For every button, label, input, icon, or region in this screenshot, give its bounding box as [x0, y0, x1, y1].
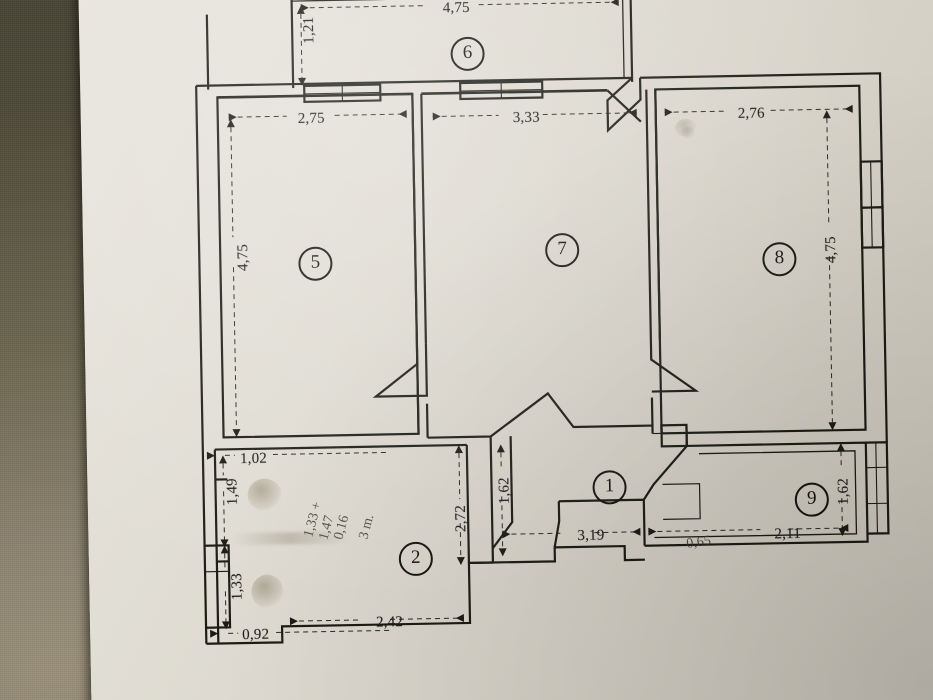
- paper-stain-d: [680, 126, 696, 139]
- room-7: 7: [544, 232, 580, 268]
- room9-walls: [644, 441, 869, 547]
- dimension-arrowheads: [206, 0, 853, 638]
- note-016: 0,16: [331, 513, 353, 542]
- door-junction: [660, 423, 688, 448]
- hall-left-jamb: [491, 436, 514, 550]
- room2-outer-bottom: [206, 561, 493, 645]
- dim-hall-width: 3,19: [577, 527, 605, 544]
- note-147: 1,47: [316, 514, 338, 542]
- dim-balcony-width: 4,75: [442, 0, 470, 17]
- room-2: 2: [398, 541, 434, 577]
- paper-smear: [230, 531, 351, 546]
- dim-balcony-depth: 1,21: [300, 16, 318, 44]
- room5-walls: [216, 92, 420, 439]
- note-065: 0,65: [685, 533, 712, 552]
- hall-diagonal-wall: [642, 424, 688, 501]
- dim-room8-height: 4,75: [823, 236, 840, 264]
- room-9: 9: [794, 482, 830, 517]
- wall-notch-top: [606, 77, 642, 133]
- room-8: 8: [762, 241, 797, 277]
- dim-room5-height: 4,75: [235, 243, 252, 272]
- dimension-lines: [222, 1, 853, 634]
- dim-room2-height: 2,72: [452, 504, 470, 533]
- dim-left-top: 1,02: [239, 450, 268, 468]
- window-left-lower: [204, 544, 232, 629]
- room2-top-wall: [214, 443, 467, 451]
- paper-stain-b: [251, 574, 284, 609]
- dim-left-149: 1,49: [224, 478, 241, 506]
- dim-room5-width: 2,75: [297, 110, 325, 127]
- room-6: 6: [450, 36, 485, 72]
- paper-stain-c: [674, 118, 698, 138]
- paper-sheet: 4,75 1,21 2,75 4,75 3,33 2,76 4,75 1,02 1,49 1,33…: [78, 0, 933, 700]
- window-right-upper: [859, 160, 884, 209]
- window-right-lower: [860, 206, 885, 249]
- floor-plan-drawing: 4,75 1,21 2,75 4,75 3,33 2,76 4,75 1,02 1,49 1,33…: [78, 0, 933, 700]
- niche-065: [662, 483, 701, 520]
- dim-left-092: 0,92: [242, 626, 270, 644]
- note-133: 1,33 +: [301, 500, 326, 539]
- hall-step: [558, 498, 646, 546]
- window-right-room9: [865, 441, 890, 535]
- room-1: 1: [592, 470, 627, 505]
- outer-wall-top-left: [196, 76, 633, 87]
- door-swing-room7-left: [372, 343, 428, 398]
- dim-room8-width: 2,76: [737, 105, 765, 122]
- room8-walls: [654, 84, 867, 435]
- window-top-left-a: [303, 83, 382, 103]
- room-5: 5: [298, 246, 333, 282]
- window-top-right-a: [459, 80, 544, 101]
- dim-hall-height: 1,62: [496, 477, 513, 505]
- room7-bottom-wall: [427, 391, 653, 439]
- note-3m: 3 m.: [356, 512, 378, 541]
- dim-room2-bottom: 2,42: [375, 614, 404, 631]
- dim-left-133: 1,33: [229, 572, 246, 601]
- outer-wall-left: [195, 85, 208, 644]
- dim-room7-width: 3,33: [512, 109, 540, 127]
- plan-linework: [195, 0, 890, 645]
- door-swing-room8: [649, 339, 700, 393]
- balcony-outer-rail: [291, 0, 634, 82]
- dim-room9-height: 1,62: [835, 477, 852, 506]
- outer-wall-right: [640, 72, 888, 443]
- hall-bottom-wall: [489, 436, 645, 564]
- dim-room9-width: 2,11: [774, 525, 802, 543]
- paper-stain-a: [247, 478, 282, 511]
